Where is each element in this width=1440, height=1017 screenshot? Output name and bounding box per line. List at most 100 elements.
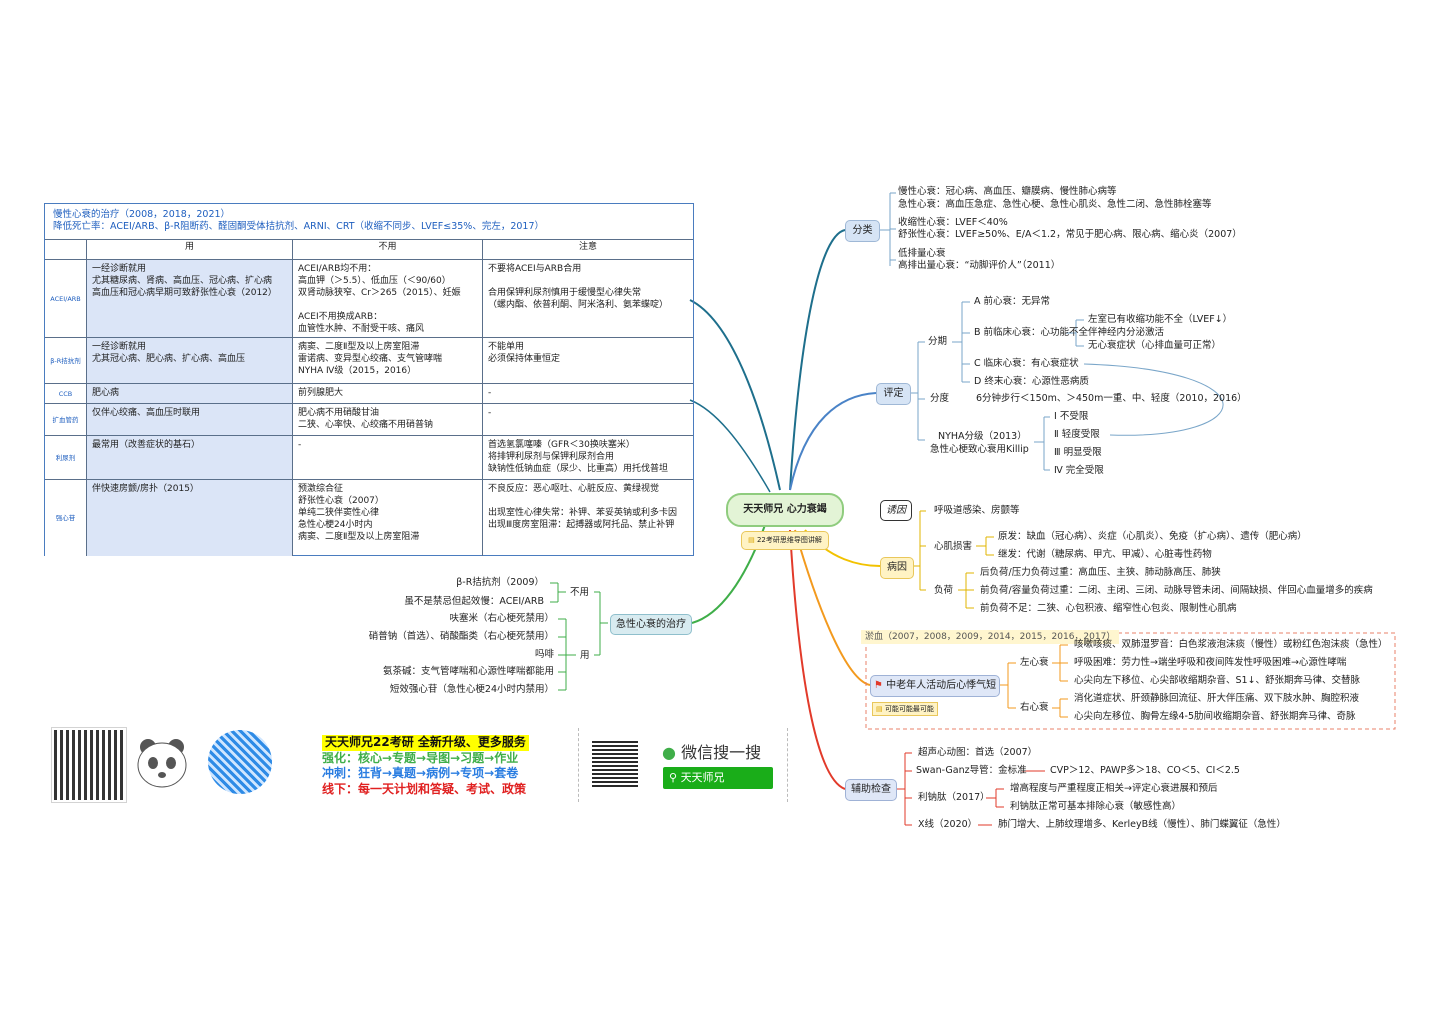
table-header-corner: [45, 240, 87, 260]
bnp-item-1: 增高程度与严重程度正相关→评定心衰进展和预后: [1010, 783, 1218, 794]
table-line: 前列腺肥大: [298, 388, 344, 398]
yong-item-1: 呋塞米（右心梗死禁用）: [449, 613, 554, 624]
table-cell-note-2: -: [483, 384, 693, 404]
ad-line-4: 线下：每一天计划和答疑、考试、政策: [322, 781, 527, 796]
table-line: 病窦、二度Ⅱ型及以上房室阻滞: [298, 342, 420, 352]
node-zhengzhuang[interactable]: ⚑ 中老年人活动后心悸气短: [870, 675, 1000, 697]
table-cell-label-1: β-R拮抗剂: [45, 338, 87, 384]
fuhe-item-2: 前负荷/容量负荷过重：二闭、主闭、三闭、动脉导管未闭、间隔缺损、伴回心血量增多的…: [980, 585, 1373, 596]
fenlei-item-4: 舒张性心衰：LVEF≥50%、E/A＜1.2，常见于肥心病、限心病、缩心炎（20…: [898, 229, 1242, 240]
buyong-item-1: β-R拮抗剂（2009）: [456, 577, 544, 588]
branch-fuzhu: [789, 529, 846, 790]
panda-logo: [134, 735, 190, 793]
table-cell-note-0: 不要将ACEI与ARB合用合用保钾利尿剂慎用于缓慢型心律失常（螺内酯、依普利酮、…: [483, 260, 693, 338]
left-item-2: 呼吸困难：劳力性→端坐呼吸和夜间阵发性呼吸困难→心源性哮喘: [1074, 657, 1347, 668]
xray-values: 肺门增大、上肺纹理增多、KerleyB线（慢性）、肺门蝶翼征（急性）: [998, 819, 1286, 830]
table-line: -: [488, 408, 492, 418]
table-cell-use-3: 仅伴心绞痛、高血压时联用: [87, 404, 293, 436]
table-line: 高血压和冠心病早期可致舒张性心衰（2012）: [92, 288, 277, 298]
table-line: 不良反应：恶心呕吐、心脏反应、黄绿视觉: [488, 484, 660, 494]
yong-item-4: 氨茶碱：支气管哮喘和心源性哮喘都能用: [382, 666, 554, 677]
branch-fenlei: [789, 229, 846, 491]
table-line: 雷诺病、变异型心绞痛、支气管哮喘: [298, 354, 443, 364]
table-cell-label-4: 利尿剂: [45, 436, 87, 480]
stage-b: B 前临床心衰：心功能不全: [974, 327, 1089, 338]
table-line: 不能单用: [488, 342, 525, 352]
node-youyin[interactable]: 诱因: [880, 500, 912, 521]
table-line: ACEI/ARB均不用：: [298, 264, 377, 274]
fuhe-item-1: 后负荷/压力负荷过重：高血压、主狭、肺动脉高压、肺狭: [980, 567, 1221, 578]
nyha-title: NYHA分级（2013）: [938, 431, 1027, 442]
buyong-item-2: 虽不是禁忌但起效慢：ACEI/ARB: [404, 596, 544, 607]
table-line: NYHA Ⅳ级（2015，2016）: [298, 366, 417, 376]
table-cell-no-1: 病窦、二度Ⅱ型及以上房室阻滞雷诺病、变异型心绞痛、支气管哮喘 NYHA Ⅳ级（20…: [293, 338, 483, 384]
list-icon: ▤: [748, 536, 757, 544]
qr-code-3[interactable]: [592, 741, 638, 787]
yuxue-tag: 淤血（2007，2008，2009，2014，2015，2016，2017）: [861, 630, 1120, 644]
wechat-icon: ●: [662, 743, 676, 762]
qr-code-2[interactable]: [208, 730, 272, 794]
table-line: 二狭、心率快、心绞痛不用硝普钠: [298, 420, 434, 430]
central-topic[interactable]: 天天师兄 心力衰竭: [726, 493, 844, 527]
right-item-2: 心尖向左移位、胸骨左缘4-5肋间收缩期杂音、舒张期奔马律、奇脉: [1074, 711, 1356, 722]
qr-code-1[interactable]: [51, 727, 127, 803]
table-line: 病窦、二度Ⅱ型及以上房室阻滞: [298, 532, 420, 542]
table-line: 缺钠性低钠血症（尿少、比重高）用托伐普坦: [488, 464, 669, 474]
table-line: 单纯二狭伴窦性心律: [298, 508, 380, 518]
table-line: [488, 495, 688, 507]
ad-line-1: 天天师兄22考研 全新升级、更多服务: [322, 735, 529, 751]
table-line: [488, 275, 688, 287]
fuhe-label: 负荷: [934, 585, 954, 596]
table-header-1: 用: [87, 240, 293, 260]
possibility-tag: ▤ 可能可能最可能: [872, 702, 938, 716]
fenlei-item-5: 低排量心衰: [898, 248, 946, 259]
buyong-label: 不用: [570, 587, 590, 598]
table-line: 尤其糖尿病、肾病、高血压、冠心病、扩心病: [92, 276, 273, 286]
table-line: 舒张性心衰（2007）: [298, 496, 384, 506]
table-header-3: 注意: [483, 240, 693, 260]
left-item-1: 咳嗽咳痰、双肺湿罗音：白色浆液泡沫痰（慢性）或粉红色泡沫痰（急性）: [1074, 639, 1388, 650]
flag-icon: ⚑: [873, 680, 887, 691]
node-jixing[interactable]: 急性心衰的治疗: [610, 614, 692, 635]
walk-test: 6分钟步行＜150m、＞450m一重、中、轻度（2010，2016）: [976, 393, 1247, 404]
possibility-text: 可能可能最可能: [884, 705, 934, 713]
stage-c: C 临床心衰：有心衰症状: [974, 358, 1079, 369]
node-bingyin[interactable]: 病因: [880, 557, 914, 579]
ad-line-3: 冲刺：狂背→真题→病例→专项→套卷: [322, 766, 519, 780]
table-header-2: 不用: [293, 240, 483, 260]
node-fenlei[interactable]: 分类: [845, 220, 880, 242]
wechat-search-box[interactable]: ⚲ 天天师兄: [663, 767, 773, 789]
node-pingding[interactable]: 评定: [876, 383, 911, 405]
zhengzhuang-label: 中老年人活动后心悸气短: [886, 680, 997, 691]
table-cell-use-2: 肥心病: [87, 384, 293, 404]
table-cell-note-3: -: [483, 404, 693, 436]
table-line: 出现Ⅲ度房室阻滞：起搏器或阿托品、禁止补钾: [488, 520, 675, 530]
table-line: ACEI不用换成ARB：: [298, 312, 383, 322]
left-item-3: 心尖向左下移位、心尖部收缩期杂音、S1↓、舒张期奔马律、交替脉: [1074, 675, 1361, 686]
table-line: 肥心病不用硝酸甘油: [298, 408, 380, 418]
stage-b-sub-1: 左室已有收缩功能不全（LVEF↓）: [1088, 314, 1233, 325]
ad-line-2: 强化：核心→专题→导图→习题→作业: [322, 750, 519, 765]
table-line: 血管性水肿、不耐受干咳、痛风: [298, 324, 425, 334]
panda-icon: [137, 739, 187, 788]
echo: 超声心动图：首选（2007）: [918, 747, 1038, 758]
wechat-card: [578, 728, 788, 802]
fenlei-item-6: 高排出量心衰：“动脚评价人”（2011）: [898, 260, 1061, 271]
table-cell-no-0: ACEI/ARB均不用：高血钾（＞5.5）、低血压（＜90/60）双肾动脉狭窄、…: [293, 260, 483, 338]
table-line: 尤其冠心病、肥心病、扩心病、高血压: [92, 354, 246, 364]
table-line: [298, 299, 477, 311]
table-cell-note-1: 不能单用必须保持体重恒定: [483, 338, 693, 384]
table-line: 仅伴心绞痛、高血压时联用: [92, 408, 201, 418]
table-cell-label-3: 扩血管药: [45, 404, 87, 436]
youyin-text: 呼吸道感染、房颤等: [934, 505, 1020, 516]
table-line: 将排钾利尿剂与保钾利尿剂合用: [488, 452, 615, 462]
node-fuzhu[interactable]: 辅助检查: [845, 779, 897, 801]
table-line: 双肾动脉狭窄、Cr＞265（2015）、妊娠: [298, 288, 461, 298]
wechat-search-title: ● 微信搜一搜: [662, 739, 761, 763]
pingding-fenqi: 分期: [928, 336, 948, 347]
xray: X线（2020）: [918, 819, 978, 830]
left-heart-failure: 左心衰: [1020, 657, 1049, 668]
killip-note: 急性心梗致心衰用Killip: [930, 444, 1029, 455]
wechat-title-text: 微信搜一搜: [681, 743, 762, 762]
table-cell-use-0: 一经诊断就用尤其糖尿病、肾病、高血压、冠心病、扩心病高血压和冠心病早期可致舒张性…: [87, 260, 293, 338]
